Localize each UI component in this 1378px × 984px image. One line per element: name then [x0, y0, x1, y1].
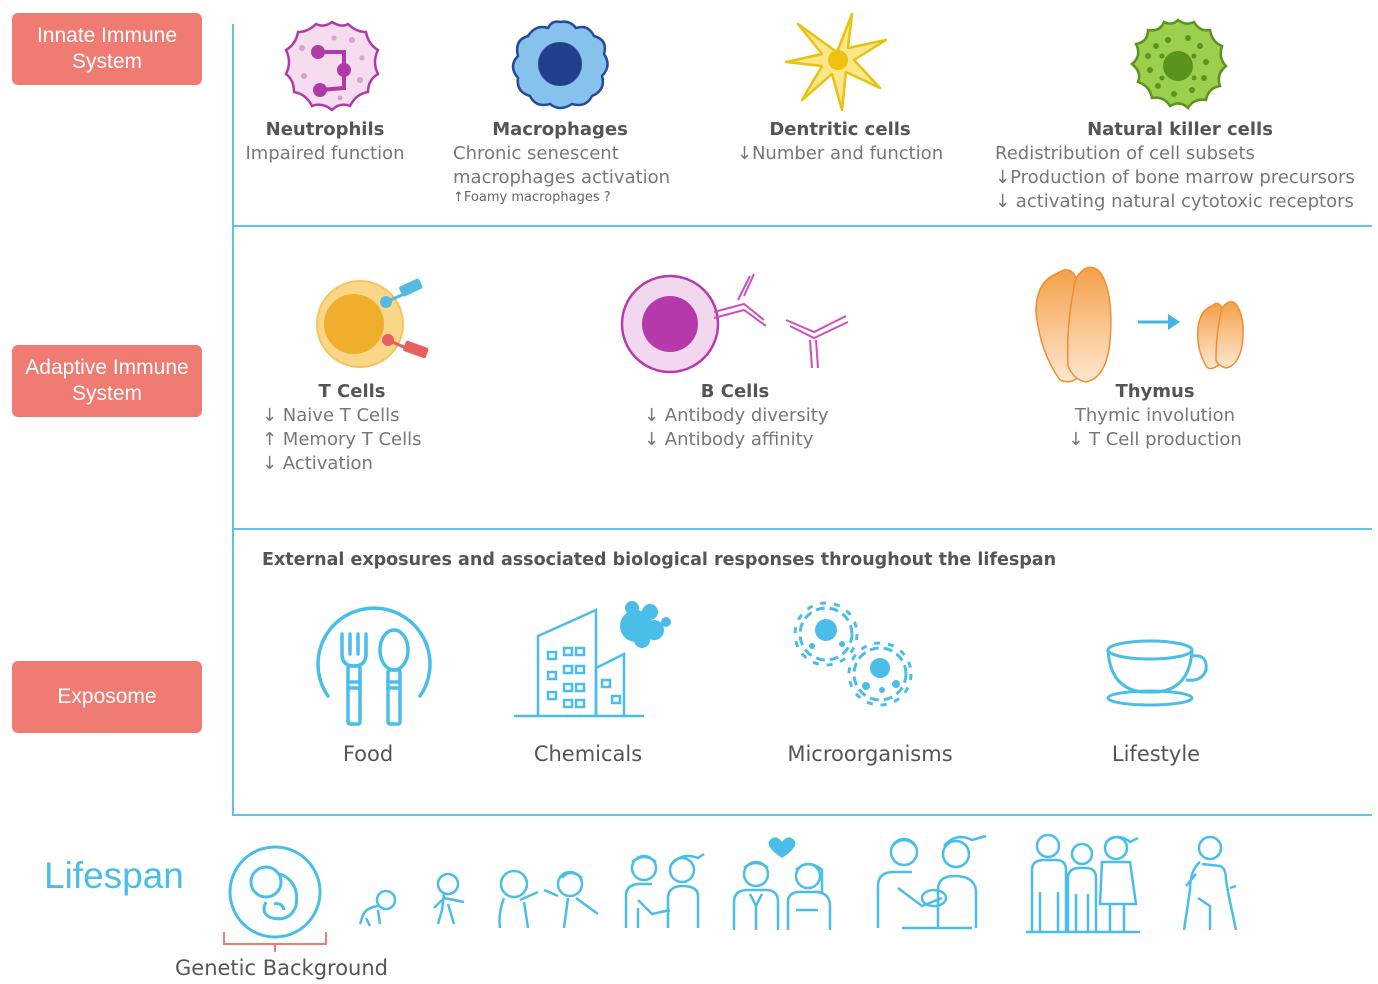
macrophages-small-note: ↑Foamy macrophages ?: [453, 190, 611, 205]
food-icon: [316, 606, 432, 726]
food-label: Food: [342, 742, 394, 766]
genetic-background-label: Genetic Background: [175, 956, 388, 980]
dendritic-cells-line-1: ↓Number and function: [736, 143, 944, 164]
innate-immune-system-label: Innate Immune System: [12, 13, 202, 85]
macrophages-title: Macrophages: [492, 119, 628, 140]
dendritic-cells-cell: Dentritic cells ↓Number and function: [730, 118, 950, 166]
thymus-icon: [1035, 266, 1244, 383]
nk-cells-line-2: ↓Production of bone marrow precursors: [995, 167, 1355, 188]
divider-exposome-lifespan: [232, 814, 1372, 816]
vertical-divider: [232, 24, 234, 816]
neutrophil-icon: [284, 20, 380, 112]
embryo-icon: [223, 845, 327, 952]
nk-cells-line-3: ↓ activating natural cytotoxic receptors: [995, 191, 1354, 212]
lifestyle-icon: [1106, 639, 1208, 707]
t-cell-icon: [316, 278, 429, 368]
macrophages-cell: Macrophages Chronic senescent macrophage…: [440, 118, 680, 206]
thymus-line-1: Thymic involution: [1074, 405, 1236, 426]
microorganisms-label: Microorganisms: [787, 742, 953, 766]
t-cells-line-2: ↑ Memory T Cells: [262, 429, 422, 450]
t-cells-cell: T Cells ↓ Naive T Cells ↑ Memory T Cells…: [252, 380, 452, 476]
b-cells-title: B Cells: [700, 381, 770, 402]
nk-cells-line-1: Redistribution of cell subsets: [995, 143, 1255, 164]
thymus-cell: Thymus Thymic involution ↓ T Cell produc…: [1040, 380, 1270, 452]
t-cells-line-1: ↓ Naive T Cells: [262, 405, 400, 426]
baby-icon: [358, 889, 397, 927]
family-icon: [1026, 833, 1140, 934]
innate-label-text: Innate Immune System: [36, 24, 178, 73]
adaptive-label-text: Adaptive Immune System: [25, 356, 189, 405]
neutrophils-title: Neutrophils: [265, 119, 385, 140]
exposome-title: External exposures and associated biolog…: [262, 550, 1057, 570]
exposome-label: Exposome: [12, 661, 202, 733]
b-cells-line-2: ↓ Antibody affinity: [644, 429, 814, 450]
b-cell-icon: [620, 273, 849, 374]
t-cells-title: T Cells: [318, 381, 386, 402]
divider-adaptive-exposome: [232, 528, 1372, 530]
thymus-line-2: ↓ T Cell production: [1068, 429, 1242, 450]
lifestyle-label: Lifestyle: [1111, 742, 1201, 766]
chemicals-label: Chemicals: [533, 742, 643, 766]
neutrophils-cell: Neutrophils Impaired function: [225, 118, 425, 166]
toddler-icon: [433, 872, 465, 925]
dendritic-cell-icon: [784, 12, 888, 112]
microorganisms-icon: [793, 601, 913, 707]
neutrophils-line-1: Impaired function: [245, 143, 405, 164]
divider-innate-adaptive: [232, 225, 1372, 227]
macrophage-icon: [511, 20, 609, 110]
children-icon: [498, 869, 599, 929]
nk-cells-cell: Natural killer cells Redistribution of c…: [990, 118, 1370, 214]
exposome-label-text: Exposome: [57, 685, 157, 708]
b-cells-line-1: ↓ Antibody diversity: [644, 405, 829, 426]
teen-couple-icon: [624, 852, 705, 928]
dendritic-cells-title: Dentritic cells: [769, 119, 911, 140]
couple-icon: [732, 837, 832, 930]
t-cells-line-3: ↓ Activation: [262, 453, 373, 474]
macrophages-line-2: macrophages activation: [453, 167, 671, 188]
b-cells-cell: B Cells ↓ Antibody diversity ↓ Antibody …: [630, 380, 840, 452]
elderly-icon: [1182, 835, 1238, 931]
macrophages-line-1: Chronic senescent: [453, 143, 619, 164]
nk-cells-title: Natural killer cells: [1087, 119, 1273, 140]
thymus-title: Thymus: [1115, 381, 1195, 402]
adaptive-immune-system-label: Adaptive Immune System: [12, 345, 202, 417]
parents-icon: [876, 834, 987, 930]
chemicals-icon: [514, 601, 671, 718]
lifespan-title: Lifespan: [44, 855, 184, 896]
nk-cell-icon: [1130, 18, 1228, 111]
